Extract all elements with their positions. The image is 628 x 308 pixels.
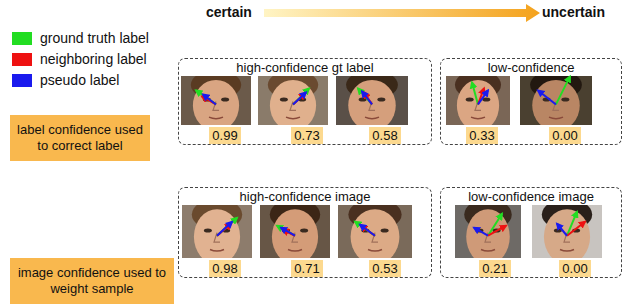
legend-swatch — [12, 32, 32, 45]
confidence-value: 0.53 — [369, 260, 401, 277]
gaze-arrow — [472, 82, 478, 104]
axis-label: certain — [206, 4, 252, 20]
confidence-value: 0.71 — [291, 260, 323, 277]
group-box: low-confidence 0.33 0.00 — [440, 58, 622, 145]
node-text: 0.21 — [482, 261, 507, 276]
group-box: high-confidence image 0.98 0.71 0.53 — [178, 187, 432, 278]
confidence-value: 0.99 — [209, 127, 241, 144]
gaze-arrow — [474, 228, 488, 236]
face-image — [532, 205, 602, 258]
node-text: 0.71 — [294, 261, 319, 276]
confidence-value: 0.58 — [369, 127, 401, 144]
legend-entry: pseudo label — [12, 72, 119, 88]
group-box: high-confidence gt label 0.99 0.73 0.58 — [178, 58, 432, 145]
face-image — [258, 76, 328, 125]
node-text: 0.99 — [212, 128, 237, 143]
confidence-value: 0.00 — [559, 260, 591, 277]
node-text: high-confidence image — [179, 188, 431, 204]
group-box: low-confidence image 0.21 0.00 — [440, 187, 622, 278]
gaze-arrow — [293, 88, 309, 104]
face-image — [520, 76, 592, 125]
node-text: 0.73 — [294, 128, 319, 143]
confidence-value: 0.98 — [209, 260, 241, 277]
node-text: low-confidence image — [441, 188, 621, 204]
face-image — [181, 76, 251, 125]
gaze-arrow — [360, 225, 375, 236]
note-box: image confidence used to weight sample — [10, 258, 174, 304]
gaze-arrow — [557, 224, 567, 236]
confidence-value: 0.33 — [466, 127, 498, 144]
gaze-arrow — [281, 228, 295, 236]
legend-swatch — [12, 53, 32, 66]
face-image — [260, 205, 330, 258]
gaze-arrow — [217, 222, 232, 236]
face-image — [338, 205, 412, 258]
gaze-arrow — [217, 218, 237, 236]
gaze-arrow — [556, 76, 570, 104]
legend-text: ground truth label — [40, 30, 149, 46]
legend-swatch — [12, 74, 32, 87]
face-image — [182, 205, 252, 258]
gaze-arrow — [362, 91, 372, 104]
node-text: 0.53 — [372, 261, 397, 276]
legend-entry: ground truth label — [12, 30, 149, 46]
node-text: 0.33 — [469, 128, 494, 143]
node-text: 0.00 — [552, 128, 577, 143]
gaze-arrow — [567, 222, 585, 236]
legend-entry: neighboring label — [12, 51, 147, 67]
gaze-arrow — [355, 222, 375, 236]
node-text: 0.00 — [562, 261, 587, 276]
gaze-arrow — [478, 90, 488, 104]
legend-text: pseudo label — [40, 72, 119, 88]
gaze-arrow — [196, 90, 216, 104]
gaze-arrow — [488, 226, 506, 236]
node-text: high-confidence gt label — [179, 59, 431, 75]
confidence-value: 0.21 — [479, 260, 511, 277]
face-image — [336, 76, 408, 125]
face-image — [446, 76, 510, 125]
gaze-arrow — [538, 90, 556, 104]
node-text: 0.98 — [212, 261, 237, 276]
face-image — [455, 205, 521, 258]
node-text: label confidence used to correct label — [16, 122, 144, 155]
node-text: 0.58 — [372, 128, 397, 143]
legend-text: neighboring label — [40, 51, 147, 67]
gaze-arrow — [293, 93, 305, 104]
confidence-value: 0.73 — [291, 127, 323, 144]
confidence-value: 0.00 — [549, 127, 581, 144]
gaze-arrow — [277, 226, 295, 236]
gaze-arrow — [293, 92, 306, 104]
axis-label: uncertain — [542, 4, 605, 20]
node-text: image confidence used to weight sample — [16, 265, 168, 298]
gaze-arrow — [361, 226, 375, 236]
node-text: low-confidence — [441, 59, 621, 75]
gaze-arrow — [203, 94, 216, 104]
gaze-arrow — [358, 88, 372, 104]
note-box: label confidence used to correct label — [10, 115, 150, 161]
certainty-arrow — [264, 4, 540, 22]
